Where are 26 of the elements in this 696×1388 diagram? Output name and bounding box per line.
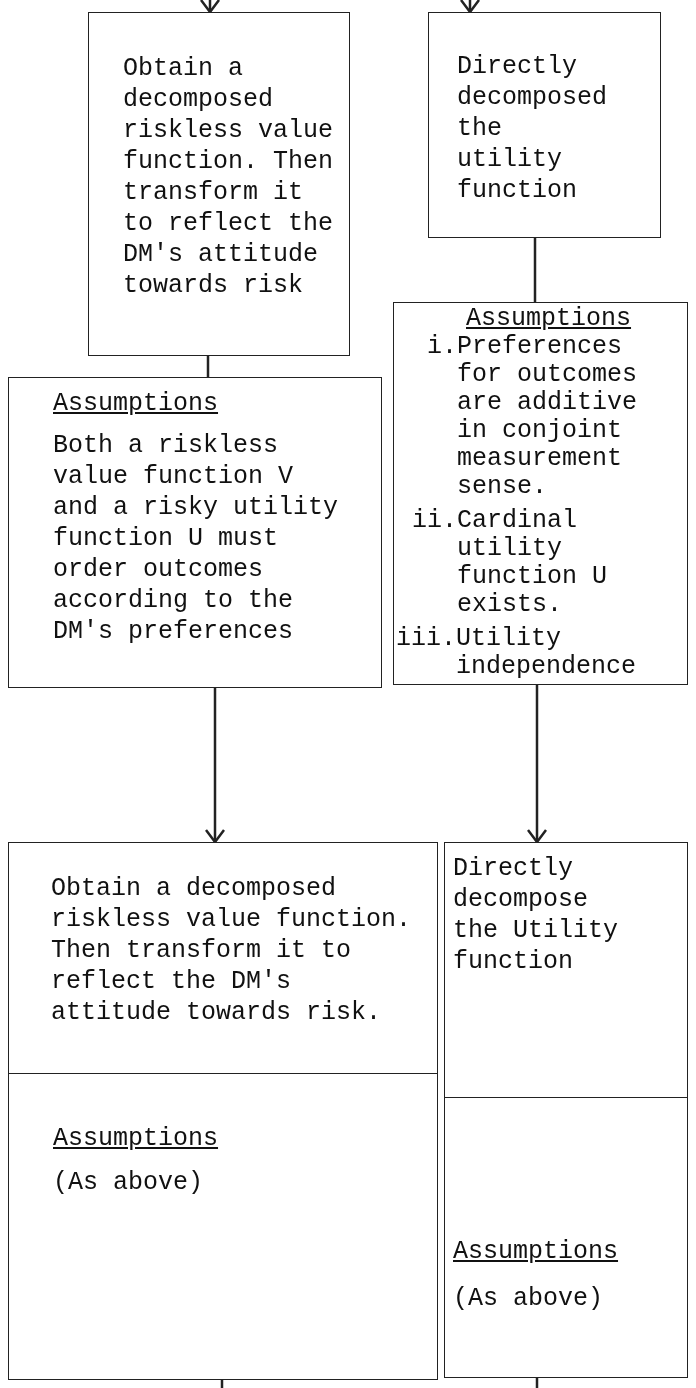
heading-text: Assumptions xyxy=(466,305,633,333)
process-box xyxy=(8,842,438,1380)
process-box xyxy=(88,12,350,356)
arrow xyxy=(459,0,481,14)
box-text: Directly decomposed the utility function xyxy=(457,51,609,206)
arrow xyxy=(204,688,226,844)
process-box xyxy=(8,377,382,688)
list-item: ii.Cardinal utility function U exists. xyxy=(412,507,609,619)
process-box xyxy=(444,842,688,1378)
list-item: i.Preferences for outcomes are additive in conjoint measurement sense. xyxy=(427,333,639,501)
box-text: Both a riskless value function V and a risky utility function U must order outcomes according to the DM's preferences xyxy=(53,430,340,647)
heading-text: Assumptions xyxy=(453,1236,620,1267)
box-text: Obtain a decomposed riskless value function. Then transform it to reflect the DM's attitude towards risk. xyxy=(51,873,413,1028)
arrow xyxy=(199,0,221,14)
connector-line xyxy=(206,356,210,377)
process-box xyxy=(393,302,688,685)
box-text: (As above) xyxy=(53,1167,205,1198)
list-item: iii.Utility independence xyxy=(396,625,638,681)
process-box xyxy=(428,12,661,238)
box-text: Obtain a decomposed riskless value function. Then transform it to reflect the DM's attitude towards risk xyxy=(123,53,335,301)
heading-text: Assumptions xyxy=(53,1123,220,1154)
box-text: Directly decompose the Utility function xyxy=(453,853,620,977)
heading-text: Assumptions xyxy=(53,388,220,419)
box-text: (As above) xyxy=(453,1283,605,1314)
connector-line xyxy=(533,238,537,302)
arrow xyxy=(526,685,548,844)
